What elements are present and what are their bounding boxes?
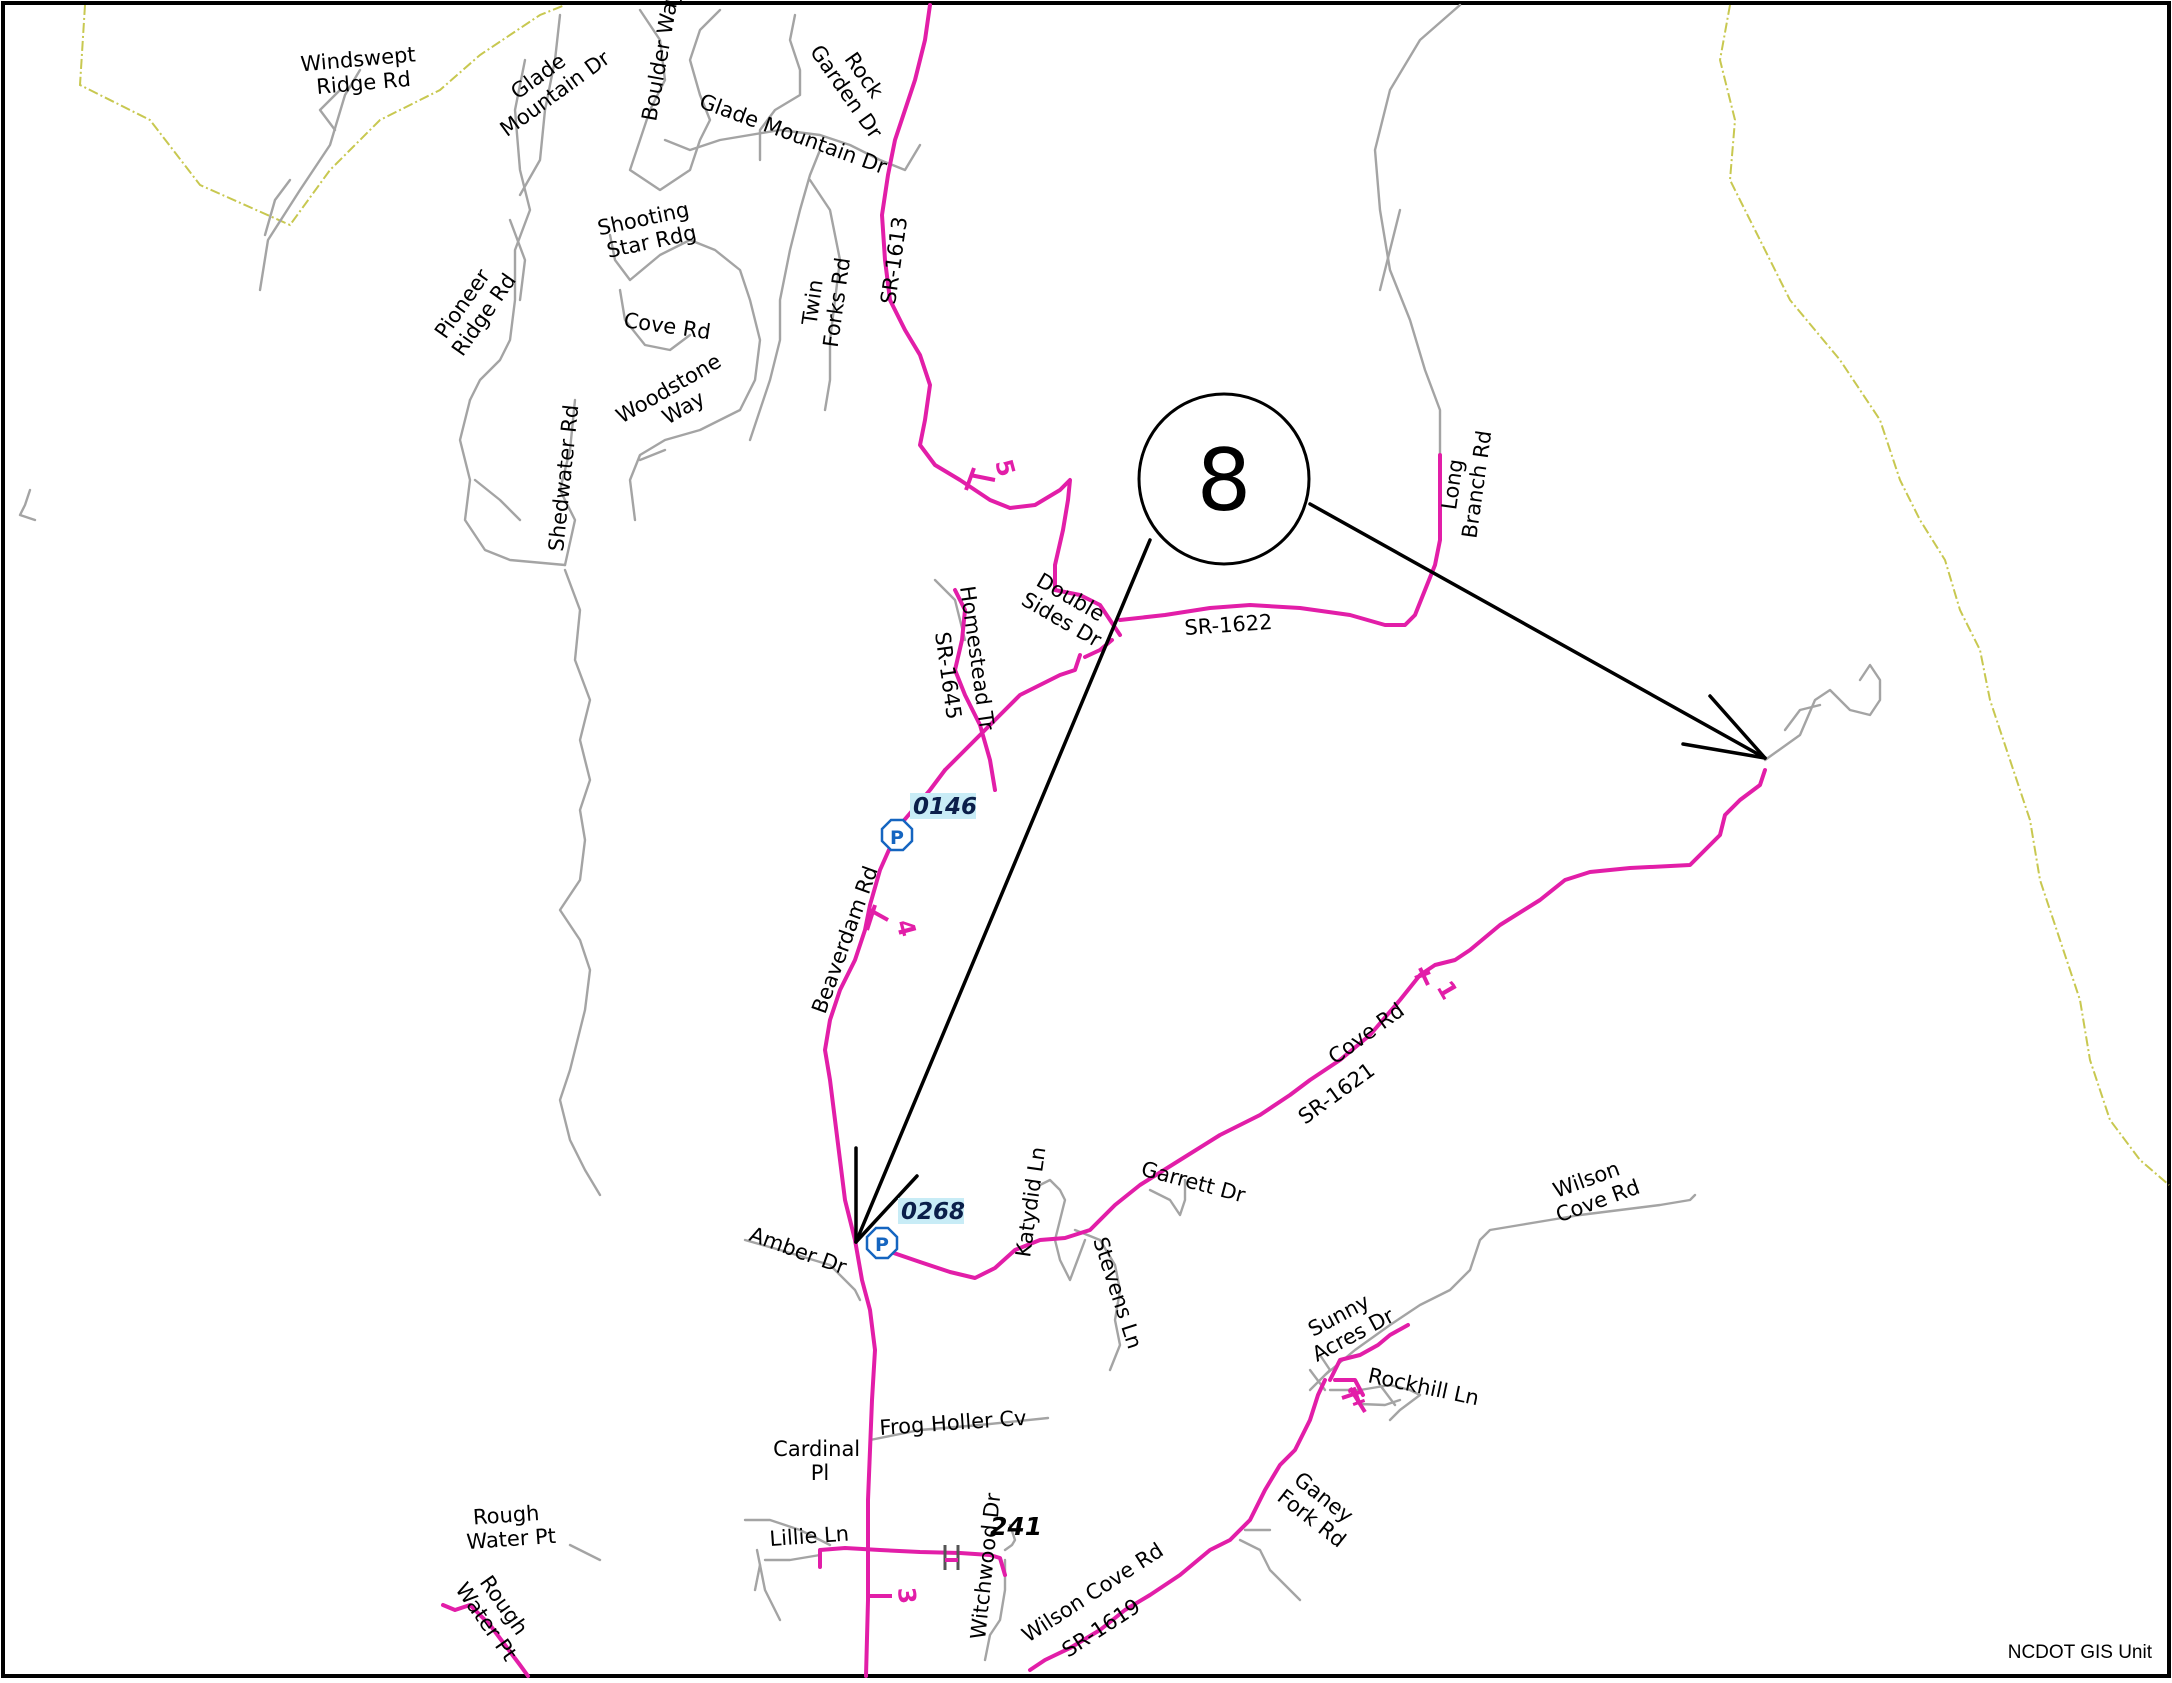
callout-arrows <box>854 502 1767 1244</box>
sr-1622-route <box>1118 453 1442 627</box>
callout-number: 8 <box>1197 431 1252 531</box>
point-code: 0146 <box>913 794 977 820</box>
boundary-line-east <box>1718 4 2170 1186</box>
p-marker-icon <box>865 1226 899 1260</box>
sr-1645-route <box>953 588 997 792</box>
road-label-windswept: Windswept Ridge Rd <box>300 42 426 100</box>
milepost-label: 4 <box>890 916 921 939</box>
point-marker-0146[interactable]: P 0146 <box>880 793 977 852</box>
point-marker-0268[interactable]: P 0268 <box>865 1198 965 1260</box>
milepost-label: 5 <box>989 456 1020 479</box>
callout-circle <box>1137 392 1311 566</box>
rough-water-route <box>441 1603 530 1678</box>
state-roads <box>441 3 1767 1678</box>
boundary-line-northwest <box>78 4 566 227</box>
p-marker-icon <box>880 818 914 852</box>
map-credit: NCDOT GIS Unit <box>2008 1642 2153 1663</box>
point-symbol: P <box>875 1234 889 1256</box>
bridge-symbol <box>943 1545 960 1570</box>
sr-1621-route <box>883 768 1767 1280</box>
road-label-lillie: Lillie Ln <box>769 1521 850 1550</box>
point-symbol: P <box>890 827 904 849</box>
arrow-to-southwest <box>854 538 1152 1244</box>
road-label-cardinal: Cardinal Pl <box>773 1437 867 1485</box>
local-roads <box>18 3 1882 1662</box>
callout[interactable]: 8 <box>1137 392 1311 566</box>
bridge-label: 241 <box>990 1512 1042 1541</box>
point-code-highlight <box>910 793 976 819</box>
sr-1619-spur <box>1333 1378 1365 1397</box>
lillie-ln-route <box>818 1546 1007 1577</box>
beaverdam-rd-route <box>823 768 947 1678</box>
arrow-to-east <box>1308 502 1767 760</box>
milepost-ticks <box>865 467 1431 1598</box>
double-sides-route <box>943 653 1082 772</box>
road-label-rough-water-1: Rough Water Pt <box>464 1500 557 1554</box>
point-code-highlight <box>898 1198 964 1224</box>
sr-1613-route <box>880 3 1122 637</box>
point-code: 0268 <box>901 1199 965 1225</box>
sunny-acres-route <box>1328 1323 1410 1382</box>
milepost-label: 3 <box>892 1586 921 1605</box>
sr-1619-route <box>1028 1378 1327 1672</box>
